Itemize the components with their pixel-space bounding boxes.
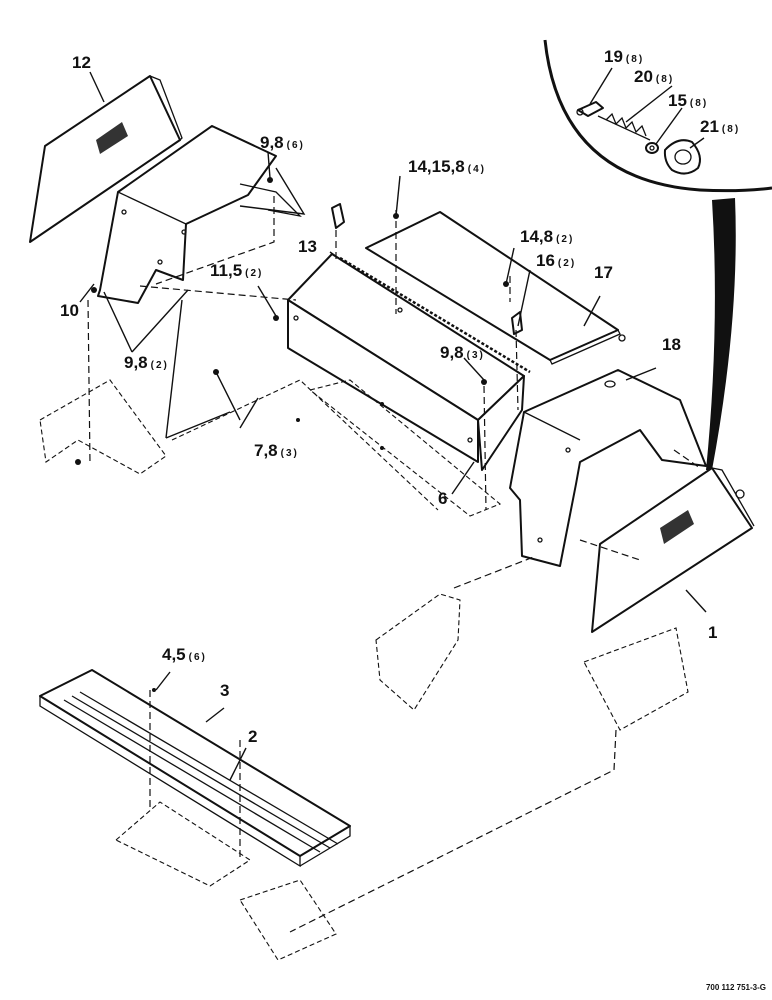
part-10-left-shield <box>97 125 302 304</box>
part-1-screen-panel <box>591 467 755 633</box>
vent-hatch-1 <box>660 510 694 544</box>
part-13-seal-strip <box>339 256 531 374</box>
callout-labels: 12 9,8(6) 14,15,8(4) 13 11,5(2) 14,8(2) … <box>60 47 740 746</box>
leader-lines <box>79 67 707 781</box>
part-17-top-cover <box>365 211 626 365</box>
bracket-part-14-15 <box>331 203 345 229</box>
callout-10: 10 <box>60 301 79 320</box>
washer-part <box>645 142 659 154</box>
part-6-center-shield <box>287 253 525 471</box>
detail-inset <box>543 39 772 470</box>
callout-21-8: 21(8) <box>700 117 740 136</box>
vent-hatch-12 <box>96 122 128 154</box>
callout-9-8-3: 9,8(3) <box>440 343 485 362</box>
callout-11-5-2: 11,5(2) <box>210 261 263 280</box>
callout-6: 6 <box>438 489 447 508</box>
callout-20-8: 20(8) <box>634 67 674 86</box>
callout-13: 13 <box>298 237 317 256</box>
assembly-lines <box>87 196 701 933</box>
callout-3: 3 <box>220 681 229 700</box>
fastener-dots <box>75 177 509 692</box>
part-18-right-shield <box>509 369 707 567</box>
callout-7-8-3: 7,8(3) <box>254 441 299 460</box>
part-2-tray-channel <box>63 691 339 853</box>
latch-ring-part <box>663 139 701 175</box>
callout-14-8-2: 14,8(2) <box>520 227 574 246</box>
latch-hook-part <box>576 101 604 117</box>
part-12-screen-panel <box>29 75 183 243</box>
part-3-bottom-tray <box>39 669 351 868</box>
callout-16-2: 16(2) <box>536 251 576 270</box>
callout-4-5-6: 4,5(6) <box>162 645 207 664</box>
detail-pointer-wedge <box>706 198 736 470</box>
callout-17: 17 <box>594 263 613 282</box>
callout-1: 1 <box>708 623 717 642</box>
spring-part <box>597 112 651 141</box>
callout-12: 12 <box>72 53 91 72</box>
callout-2: 2 <box>248 727 257 746</box>
callout-19-8: 19(8) <box>604 47 644 66</box>
callout-9-8-2: 9,8(2) <box>124 353 169 372</box>
drawing-number: 700 112 751-3-G <box>706 983 766 992</box>
callout-18: 18 <box>662 335 681 354</box>
callout-9-8-6: 9,8(6) <box>260 133 305 152</box>
callout-14-15-8-4: 14,15,8(4) <box>408 157 486 176</box>
callout-15-8: 15(8) <box>668 91 708 110</box>
phantom-frame-outlines <box>39 379 689 961</box>
